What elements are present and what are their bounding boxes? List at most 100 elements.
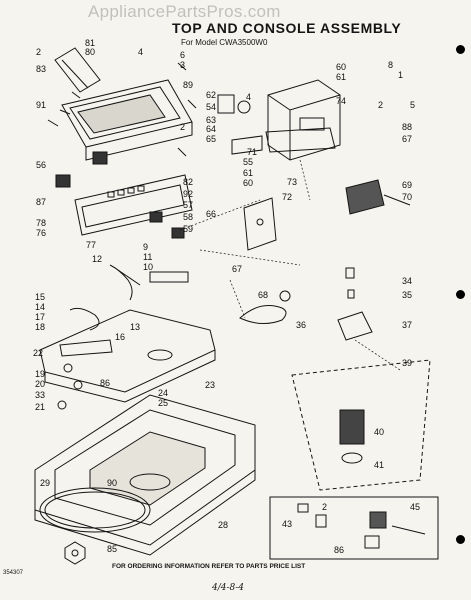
console-backsplash [61,79,193,161]
callout-67: 70 [402,192,412,202]
timer-switch [55,151,185,239]
callout-8: 8 [388,60,393,70]
callout-56: 60 [336,62,346,72]
callout-2c: 2 [378,100,383,110]
callout-83: 87 [36,197,46,207]
callout-1: 1 [398,70,403,80]
screws [47,62,197,157]
callout-25: 25 [158,398,168,408]
parts-kit-box [269,496,439,560]
callout-53: 57 [183,200,193,210]
callout-62: 66 [206,209,216,219]
callout-81: 86 [334,545,344,555]
callout-37: 37 [402,320,412,330]
callout-88: 92 [183,189,193,199]
handwritten-note: 4/4-8-4 [212,583,245,593]
pump-assembly-box [291,359,431,491]
callout-87: 91 [36,100,46,110]
callout-4: 4 [138,47,143,57]
callout-17: 17 [35,312,45,322]
callout-77: 82 [183,177,193,187]
callout-2d: 2 [322,502,327,512]
callout-54: 58 [183,212,193,222]
callout-20: 20 [35,379,45,389]
callout-15: 15 [35,292,45,302]
callout-68: 71 [247,147,257,157]
switch-bracket [217,94,263,155]
lid-switch [337,267,373,341]
callout-57b: 61 [243,168,253,178]
callout-55: 59 [183,224,193,234]
callout-61: 65 [206,134,216,144]
callout-85: 89 [183,80,193,90]
callout-72: 76 [36,228,46,238]
knob-assembly [239,290,291,324]
callout-19: 19 [35,369,45,379]
callout-33: 33 [35,390,45,400]
callout-34: 34 [402,276,412,286]
diagram-title: TOP AND CONSOLE ASSEMBLY [172,20,402,36]
callout-9: 9 [143,242,148,252]
callout-60: 64 [206,124,216,134]
callout-35: 35 [402,290,412,300]
callout-52: 56 [36,160,46,170]
callout-14: 14 [35,302,45,312]
timer-housing [265,79,341,161]
binder-hole [456,45,465,54]
ordering-info-footer: FOR ORDERING INFORMATION REFER TO PARTS … [112,563,306,570]
callout-73: 77 [86,240,96,250]
callout-69: 72 [282,192,292,202]
callout-13: 13 [130,322,140,332]
callout-74: 78 [36,218,46,228]
callout-numbers: 2 81 80 4 83 91 6 3 89 2 56 87 78 76 82 … [33,38,420,555]
console-bracket [54,47,101,93]
callout-5: 5 [410,100,415,110]
callout-65: 67 [402,134,412,144]
binder-hole [456,535,465,544]
callout-70: 73 [287,177,297,187]
callout-75: 80 [85,47,95,57]
callout-36: 36 [296,320,306,330]
callout-18: 18 [35,322,45,332]
document-number: 354307 [3,570,24,576]
callout-23: 23 [205,380,215,390]
callout-24: 24 [158,388,168,398]
callout-2: 2 [36,47,41,57]
watermark: AppliancePartsPros.com [88,2,281,21]
callout-58: 62 [206,90,216,100]
callout-56b: 60 [243,178,253,188]
control-panel [74,174,193,236]
callout-47: 55 [243,157,253,167]
callout-16: 16 [115,332,125,342]
callout-21: 21 [35,402,45,412]
cabinet-top [34,394,256,556]
callout-59: 63 [206,115,216,125]
callout-41: 41 [374,460,384,470]
callout-46: 45 [410,502,420,512]
water-level-switch [345,179,411,215]
callout-63: 67 [232,264,242,274]
leader-lines [179,159,401,371]
callout-80: 85 [107,544,117,554]
binder-hole [456,290,465,299]
callout-57: 61 [336,72,346,82]
callout-76: 81 [85,38,95,48]
callout-29: 29 [40,478,50,488]
callout-2b: 2 [180,122,185,132]
callout-66: 69 [402,180,412,190]
hex-nut [64,541,86,565]
callout-82: 86 [100,378,110,388]
callout-6: 6 [180,50,185,60]
callout-39: 39 [402,358,412,368]
callout-12: 12 [92,254,102,264]
callout-86: 90 [107,478,117,488]
harness-parts [57,264,189,410]
callout-28: 28 [218,520,228,530]
callout-64: 68 [258,290,268,300]
right-panel [243,197,277,251]
callout-78: 83 [36,64,46,74]
callout-45: 54 [206,102,216,112]
callout-84: 88 [402,122,412,132]
callout-40: 40 [374,427,384,437]
